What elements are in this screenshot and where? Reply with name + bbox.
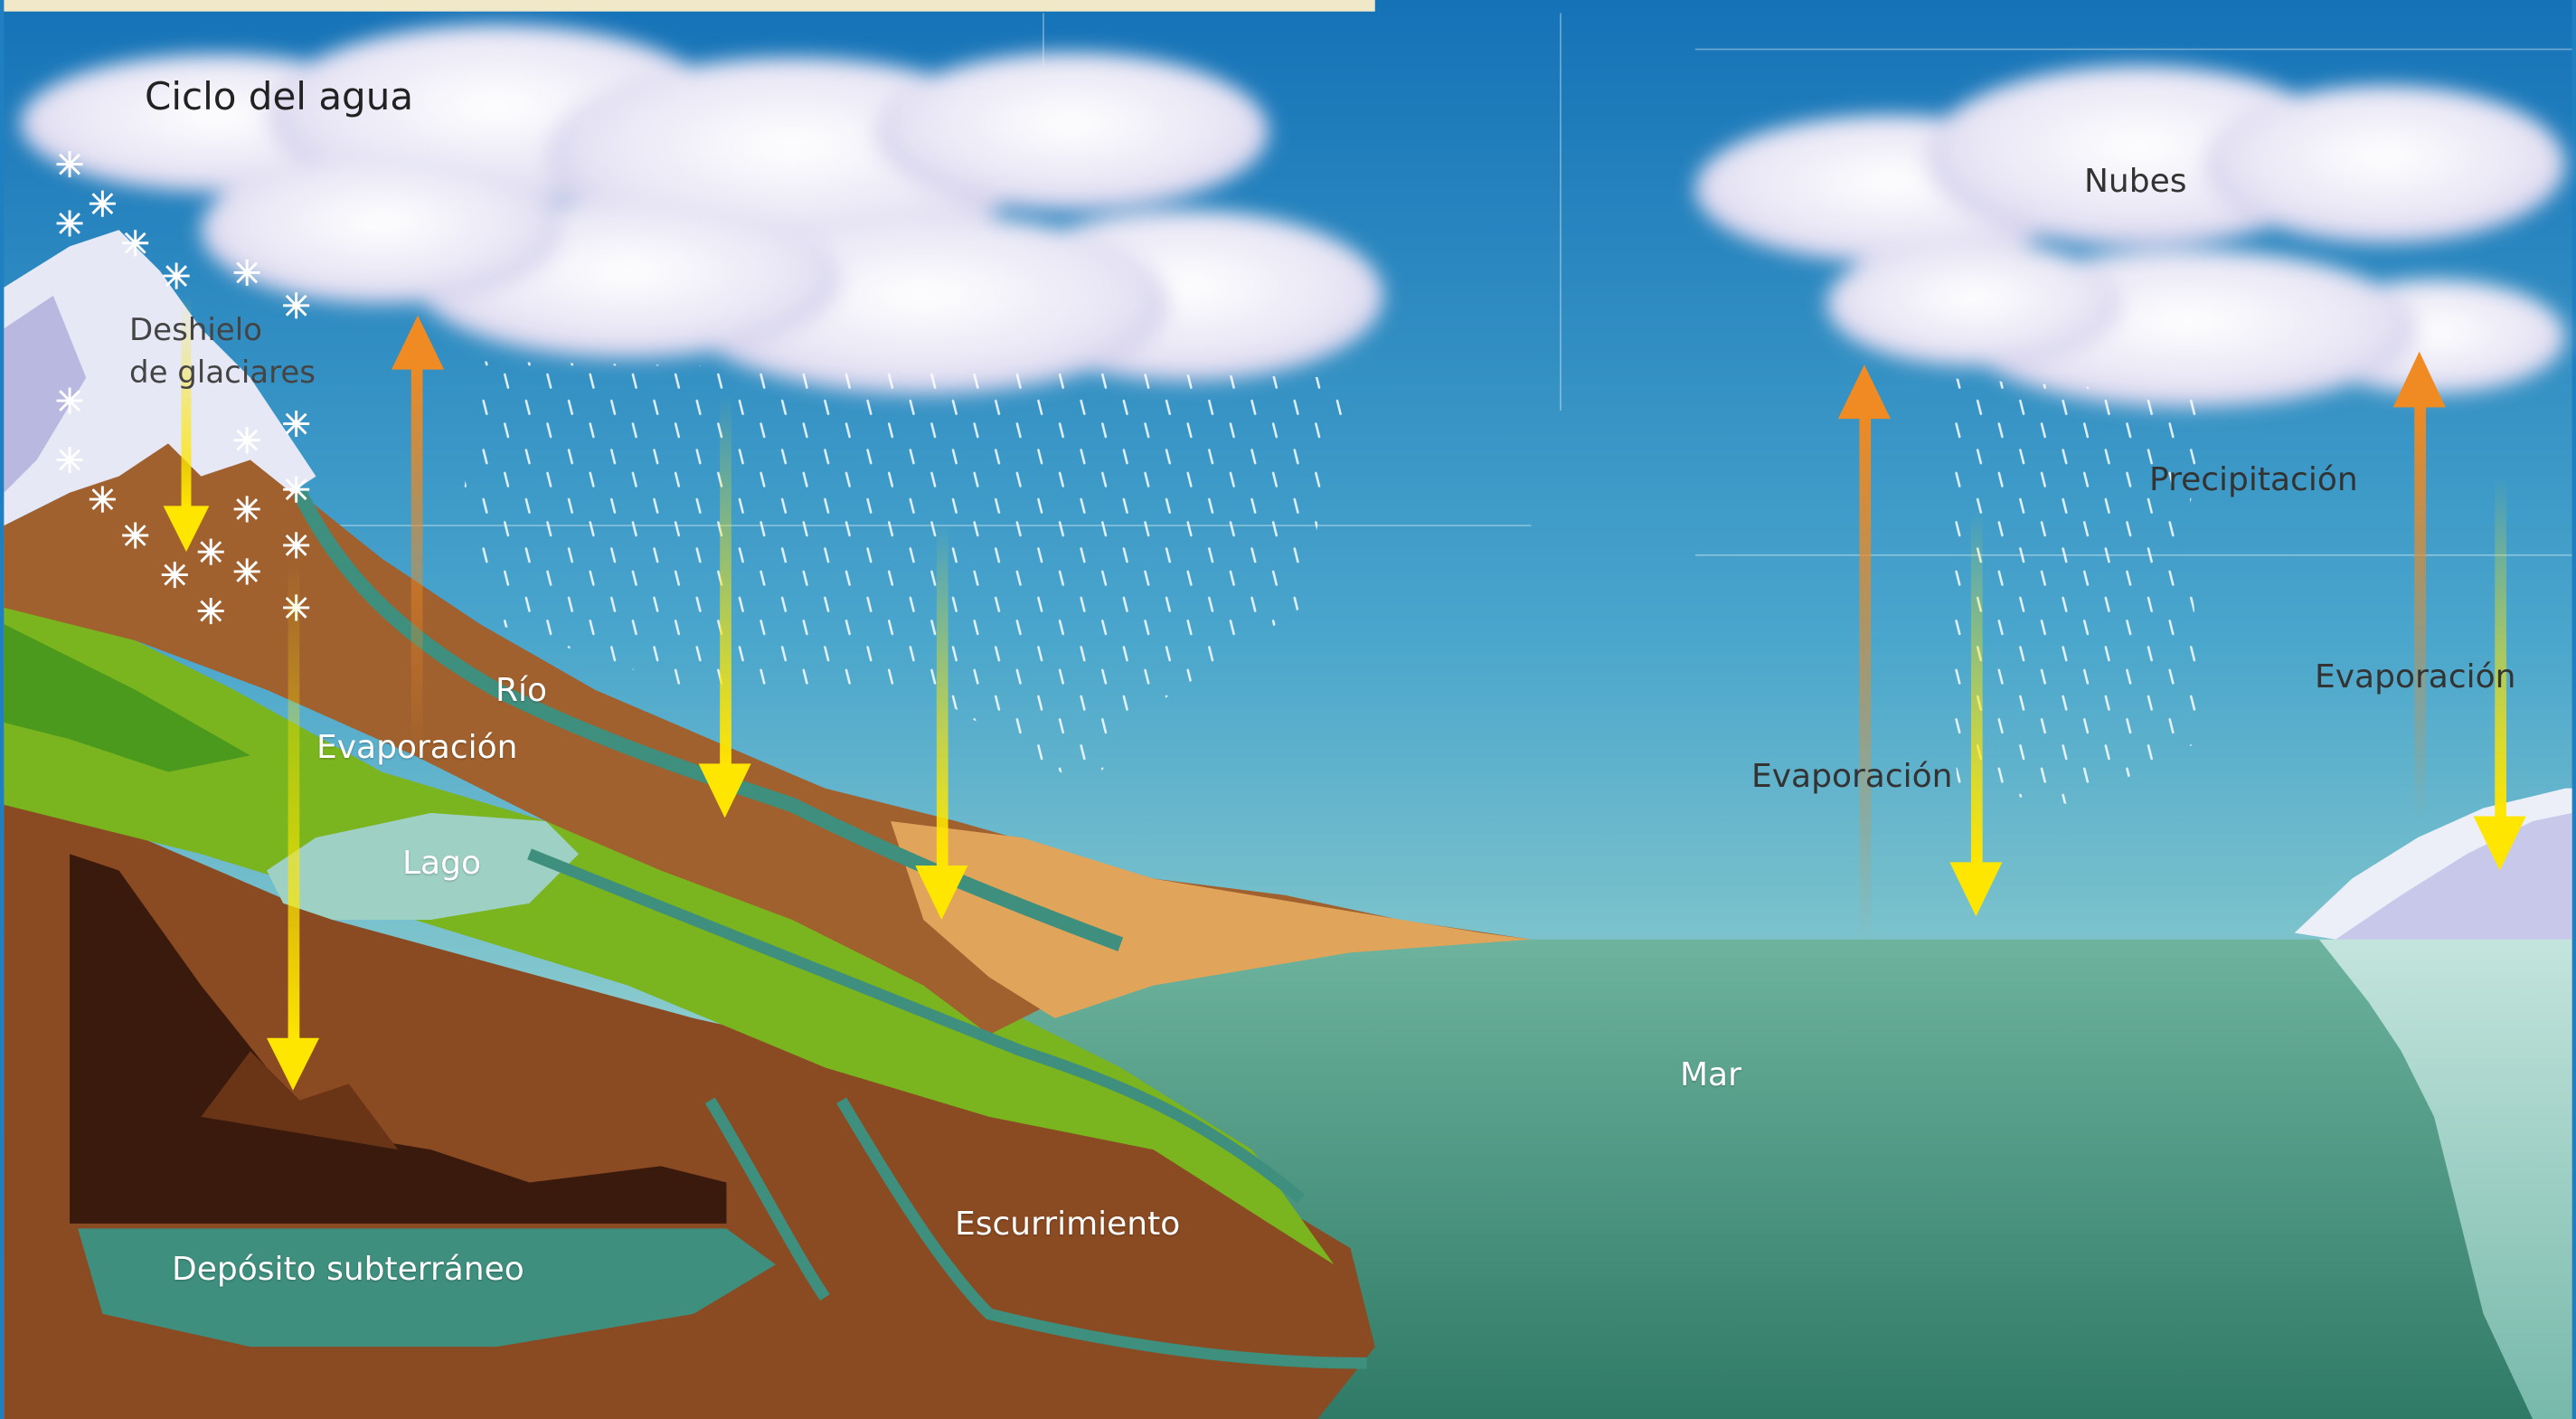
snowflake-icon bbox=[233, 558, 260, 585]
runoff-stream-1 bbox=[527, 848, 1306, 1204]
arrow-up-icon bbox=[2392, 351, 2446, 821]
runoff-stream-3 bbox=[836, 1097, 1367, 1369]
rain-right bbox=[1941, 377, 2204, 805]
snowflakes bbox=[56, 151, 310, 625]
arrow-down-icon bbox=[2473, 476, 2526, 871]
label-evaporacion-sea: Evaporación bbox=[1751, 758, 1953, 795]
cave bbox=[70, 854, 727, 1224]
snowflake-icon bbox=[283, 476, 310, 503]
iceberg-underwater bbox=[2318, 939, 2572, 1419]
snowflake-icon bbox=[197, 538, 224, 565]
snowflake-icon bbox=[163, 262, 190, 289]
arrow-down-icon bbox=[1949, 508, 2003, 917]
snowflake-icon bbox=[161, 562, 188, 589]
label-deshielo-line1: Deshielo bbox=[129, 312, 262, 348]
arrow-down-icon bbox=[915, 522, 968, 920]
snowflake-icon bbox=[56, 151, 83, 178]
arrow-up-icon bbox=[391, 315, 445, 759]
snowflake-icon bbox=[197, 598, 224, 625]
snowflake-icon bbox=[56, 210, 83, 237]
snowflake-icon bbox=[233, 496, 260, 523]
snowflake-icon bbox=[89, 486, 116, 513]
label-evaporacion-mountain: Evaporación bbox=[316, 729, 518, 766]
grass-slope bbox=[4, 591, 1335, 1265]
label-precipitacion: Precipitación bbox=[2149, 461, 2358, 498]
diagram-title: Ciclo del agua bbox=[145, 74, 414, 118]
snowflake-icon bbox=[122, 522, 149, 549]
label-evaporacion-iceberg: Evaporación bbox=[2315, 658, 2516, 695]
snowflake-icon bbox=[56, 446, 83, 473]
underground-reservoir bbox=[78, 1228, 776, 1348]
runoff-stream-2 bbox=[704, 1097, 830, 1301]
snowflake-icon bbox=[56, 387, 83, 414]
iceberg-top-shade bbox=[2335, 812, 2572, 940]
arrow-down-icon bbox=[698, 393, 751, 818]
snowflake-icon bbox=[233, 259, 260, 286]
cave-rocks bbox=[201, 1051, 399, 1150]
coast-sand bbox=[891, 820, 1532, 1018]
snowflake-icon bbox=[283, 410, 310, 438]
top-banner-strip bbox=[4, 0, 1375, 12]
label-rio: Río bbox=[495, 672, 548, 709]
label-mar: Mar bbox=[1680, 1056, 1741, 1093]
snowflake-icon bbox=[122, 230, 149, 257]
rain-left bbox=[463, 361, 1351, 789]
label-deposito-subterraneo: Depósito subterráneo bbox=[172, 1251, 524, 1288]
grass-shade bbox=[4, 624, 250, 772]
snowflake-icon bbox=[283, 532, 310, 559]
arrow-down-icon bbox=[266, 558, 320, 1091]
lake bbox=[266, 812, 579, 920]
label-escurrimiento: Escurrimiento bbox=[955, 1206, 1181, 1243]
arrow-down-icon bbox=[163, 295, 210, 553]
snowy-peak bbox=[4, 230, 316, 526]
cloud-right bbox=[1694, 65, 2566, 408]
cloud-left bbox=[20, 24, 1383, 394]
label-nubes: Nubes bbox=[2084, 163, 2187, 200]
snowflake-icon bbox=[283, 292, 310, 319]
snowflake-icon bbox=[233, 427, 260, 454]
label-lago: Lago bbox=[402, 845, 481, 882]
snowy-peak-shade bbox=[4, 295, 87, 493]
label-deshielo: Deshielo de glaciares bbox=[129, 309, 316, 394]
label-deshielo-line2: de glaciares bbox=[129, 355, 316, 391]
arrow-up-icon bbox=[1837, 364, 1891, 943]
snowflake-icon bbox=[89, 190, 116, 217]
